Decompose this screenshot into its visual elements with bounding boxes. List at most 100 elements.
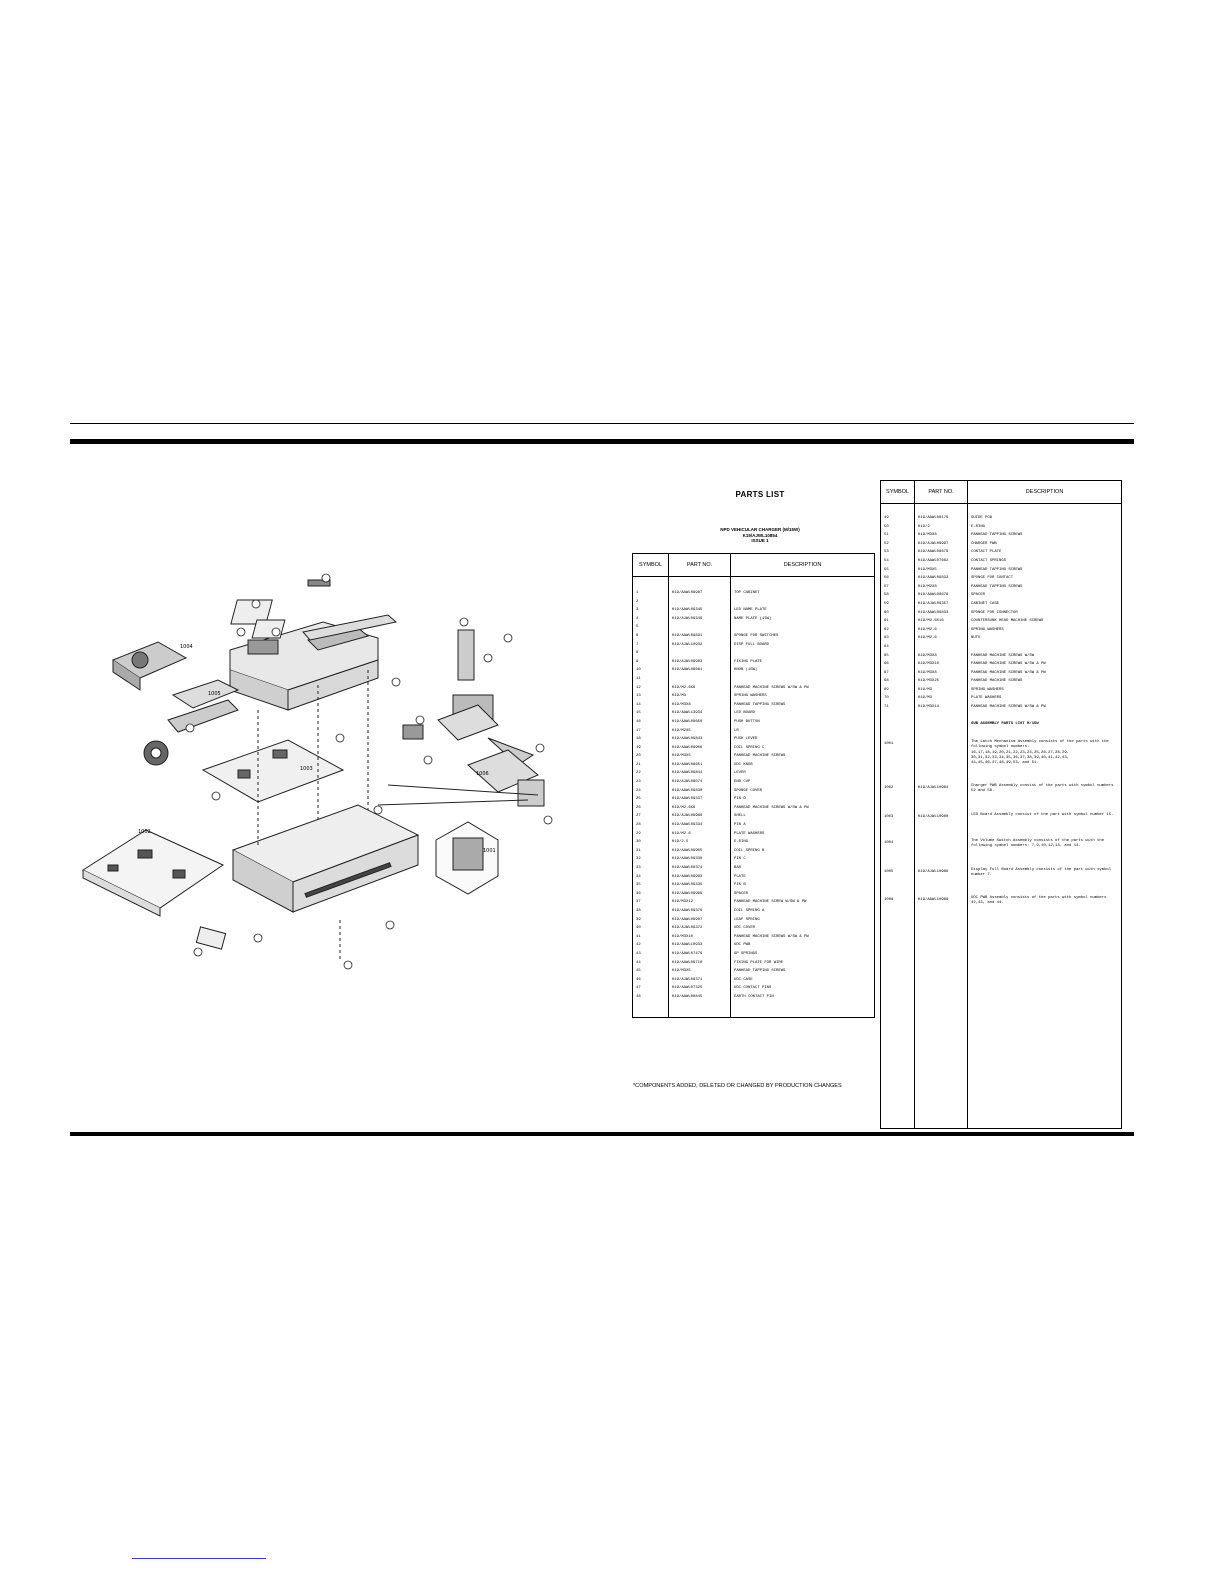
part-no-cell: K19/M3X10 bbox=[668, 932, 731, 942]
symbol-cell: 50 bbox=[880, 522, 915, 532]
part-no-cell: K19/AAWL09334 bbox=[668, 821, 731, 830]
description-cell: COIL SPRING C bbox=[730, 743, 875, 753]
symbol-cell: 49 bbox=[880, 503, 915, 523]
description-cell: KNOB (15W) bbox=[730, 666, 875, 675]
part-no-cell: K19/AAWL09832 bbox=[914, 574, 968, 583]
symbol-cell: 54 bbox=[880, 556, 915, 566]
part-no-cell: K19/M2X5 bbox=[668, 726, 731, 736]
description-cell: LR bbox=[730, 726, 875, 736]
description-cell bbox=[730, 597, 875, 607]
description-cell: DISP FULL BOARD bbox=[730, 640, 875, 650]
part-no-cell: K19/AAWL09379 bbox=[668, 906, 731, 916]
description-cell: TOP CABINET bbox=[730, 576, 875, 598]
symbol-cell: 1003 bbox=[880, 808, 915, 836]
symbol-cell bbox=[880, 920, 915, 1130]
part-no-cell: K19/AJWL09980 bbox=[668, 812, 731, 822]
part-no-header: PART NO. bbox=[668, 553, 731, 577]
part-no-cell: K19/M3X5 bbox=[668, 752, 731, 761]
description-cell: END CUP bbox=[730, 778, 875, 787]
description-cell: COUNTERSUNK HEAD MACHINE SCREWS bbox=[967, 617, 1122, 626]
part-no-cell: K19/M3X12 bbox=[668, 898, 731, 907]
part-no-cell: K19/AJWL10932 bbox=[668, 640, 731, 650]
symbol-cell: 13 bbox=[632, 692, 669, 701]
description-cell: PANHEAD MACHINE SCREWS bbox=[967, 677, 1122, 686]
description-cell: NUTS bbox=[967, 634, 1122, 643]
symbol-cell: 67 bbox=[880, 668, 915, 678]
symbol-cell: 29 bbox=[632, 829, 669, 839]
symbol-cell: 65 bbox=[880, 651, 915, 661]
description-cell: PIN D bbox=[730, 795, 875, 804]
symbol-cell: 42 bbox=[632, 941, 669, 950]
part-no-cell: K19/AAWL08176 bbox=[914, 503, 968, 523]
part-no-cell bbox=[914, 642, 968, 652]
parts-list-title: PARTS LIST bbox=[735, 490, 785, 499]
table-row: 8 bbox=[632, 649, 875, 658]
part-no-cell: K19/AJWL10986 bbox=[914, 863, 968, 893]
part-no-cell: K19/M2.6X16 bbox=[914, 617, 968, 626]
description-cell: SPACER bbox=[730, 889, 875, 899]
description-cell: SPACER bbox=[967, 591, 1122, 600]
description-cell: PANHEAD MACHINE SCREWS W/SW & PW bbox=[967, 703, 1122, 712]
symbol-cell: 69 bbox=[880, 685, 915, 695]
part-no-cell: K19/AAWL09830 bbox=[668, 786, 731, 796]
symbol-cell: 16 bbox=[632, 717, 669, 727]
symbol-cell: 62 bbox=[880, 625, 915, 635]
callout-1001: 1001 bbox=[483, 848, 496, 854]
description-cell: LEVER bbox=[730, 769, 875, 779]
bottom-thick-rule bbox=[70, 1132, 1134, 1136]
symbol-cell: 68 bbox=[880, 677, 915, 686]
symbol-cell: 22 bbox=[632, 769, 669, 779]
empty-cell bbox=[914, 711, 968, 737]
part-no-cell: K19/M2.6 bbox=[668, 829, 731, 839]
part-no-cell: K19/AAWL09987 bbox=[668, 576, 731, 598]
symbol-cell: 71 bbox=[880, 703, 915, 712]
description-cell bbox=[730, 674, 875, 684]
part-no-cell: K19/M2X8 bbox=[914, 582, 968, 592]
model-code: K19/AJWL10854 bbox=[742, 532, 778, 538]
description-cell: COIL SPRING B bbox=[730, 846, 875, 856]
symbol-cell: 47 bbox=[632, 984, 669, 993]
part-no-cell: K19/AJWL09997 bbox=[914, 539, 968, 549]
symbol-cell: 1006 bbox=[880, 892, 915, 921]
symbol-cell: 70 bbox=[880, 694, 915, 704]
symbol-cell: 5 bbox=[632, 623, 669, 632]
description-cell: EARTH CONTACT PIN bbox=[730, 992, 875, 1002]
symbol-cell: 46 bbox=[632, 975, 669, 985]
model-name: NPD VEHICULAR CHARGER (M/15W) bbox=[720, 527, 800, 532]
description-cell: UDC KNOB bbox=[730, 760, 875, 770]
part-no-header: PART NO. bbox=[914, 480, 968, 504]
symbol-cell: 52 bbox=[880, 539, 915, 549]
part-no-cell: K19/AJWL09371 bbox=[668, 975, 731, 985]
symbol-cell: 66 bbox=[880, 660, 915, 669]
symbol-cell: 1001 bbox=[880, 736, 915, 781]
description-cell bbox=[967, 920, 1122, 1130]
part-no-cell: K19/AAWL09844 bbox=[668, 769, 731, 779]
part-no-cell: K19/AJWL10980 bbox=[914, 808, 968, 836]
callout-1002: 1002 bbox=[138, 829, 151, 835]
part-no-cell: K19/M3 bbox=[914, 694, 968, 704]
part-no-cell: K19/AAWL13934 bbox=[668, 709, 731, 718]
symbol-cell bbox=[632, 1001, 669, 1018]
description-cell: Charger PWB Assembly consist of the part… bbox=[967, 780, 1122, 809]
part-no-cell: K19/M3X8 bbox=[668, 700, 731, 710]
